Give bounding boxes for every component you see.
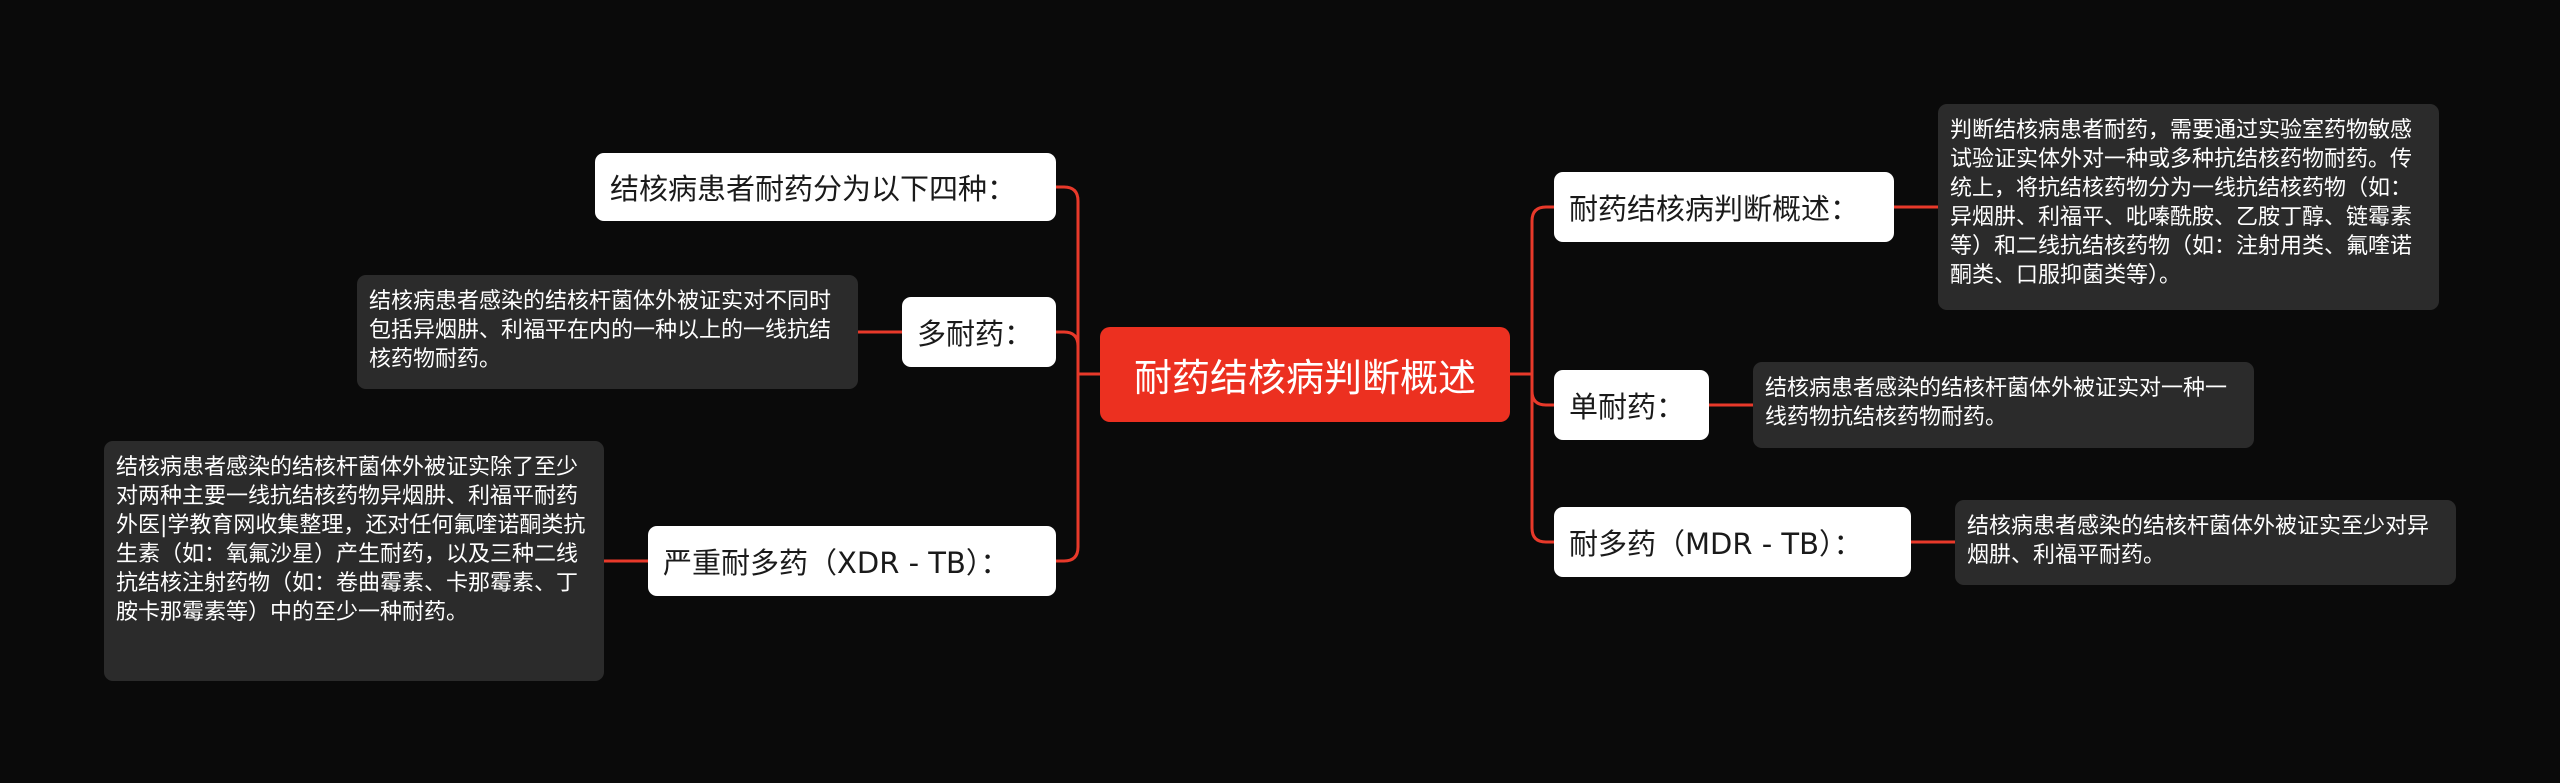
topic-single-resistance[interactable]: 单耐药： [1554, 370, 1709, 440]
topic-four-types[interactable]: 结核病患者耐药分为以下四种： [595, 153, 1056, 221]
connector-right-overview [1530, 205, 1554, 374]
topic-overview[interactable]: 耐药结核病判断概述： [1554, 172, 1894, 242]
topic-mdr-tb[interactable]: 耐多药（MDR - TB）： [1554, 507, 1911, 577]
connector-right-mdr [1530, 374, 1554, 544]
connector-left-four-types [1056, 185, 1080, 374]
connector-right-single [1530, 374, 1554, 407]
connector-left-xdr [1056, 374, 1080, 563]
note-overview: 判断结核病患者耐药，需要通过实验室药物敏感试验证实体外对一种或多种抗结核药物耐药… [1938, 104, 2439, 310]
note-multi-resistance: 结核病患者感染的结核杆菌体外被证实对不同时包括异烟肼、利福平在内的一种以上的一线… [357, 275, 858, 389]
note-mdr-tb: 结核病患者感染的结核杆菌体外被证实至少对异烟肼、利福平耐药。 [1955, 500, 2456, 585]
note-single-resistance: 结核病患者感染的结核杆菌体外被证实对一种一线药物抗结核药物耐药。 [1753, 362, 2254, 448]
topic-xdr-tb[interactable]: 严重耐多药（XDR - TB）： [648, 526, 1056, 596]
topic-multi-resistance[interactable]: 多耐药： [902, 297, 1056, 367]
central-topic[interactable]: 耐药结核病判断概述 [1100, 327, 1510, 422]
connector-left-multi [1056, 330, 1080, 374]
note-xdr-tb: 结核病患者感染的结核杆菌体外被证实除了至少对两种主要一线抗结核药物异烟肼、利福平… [104, 441, 604, 681]
